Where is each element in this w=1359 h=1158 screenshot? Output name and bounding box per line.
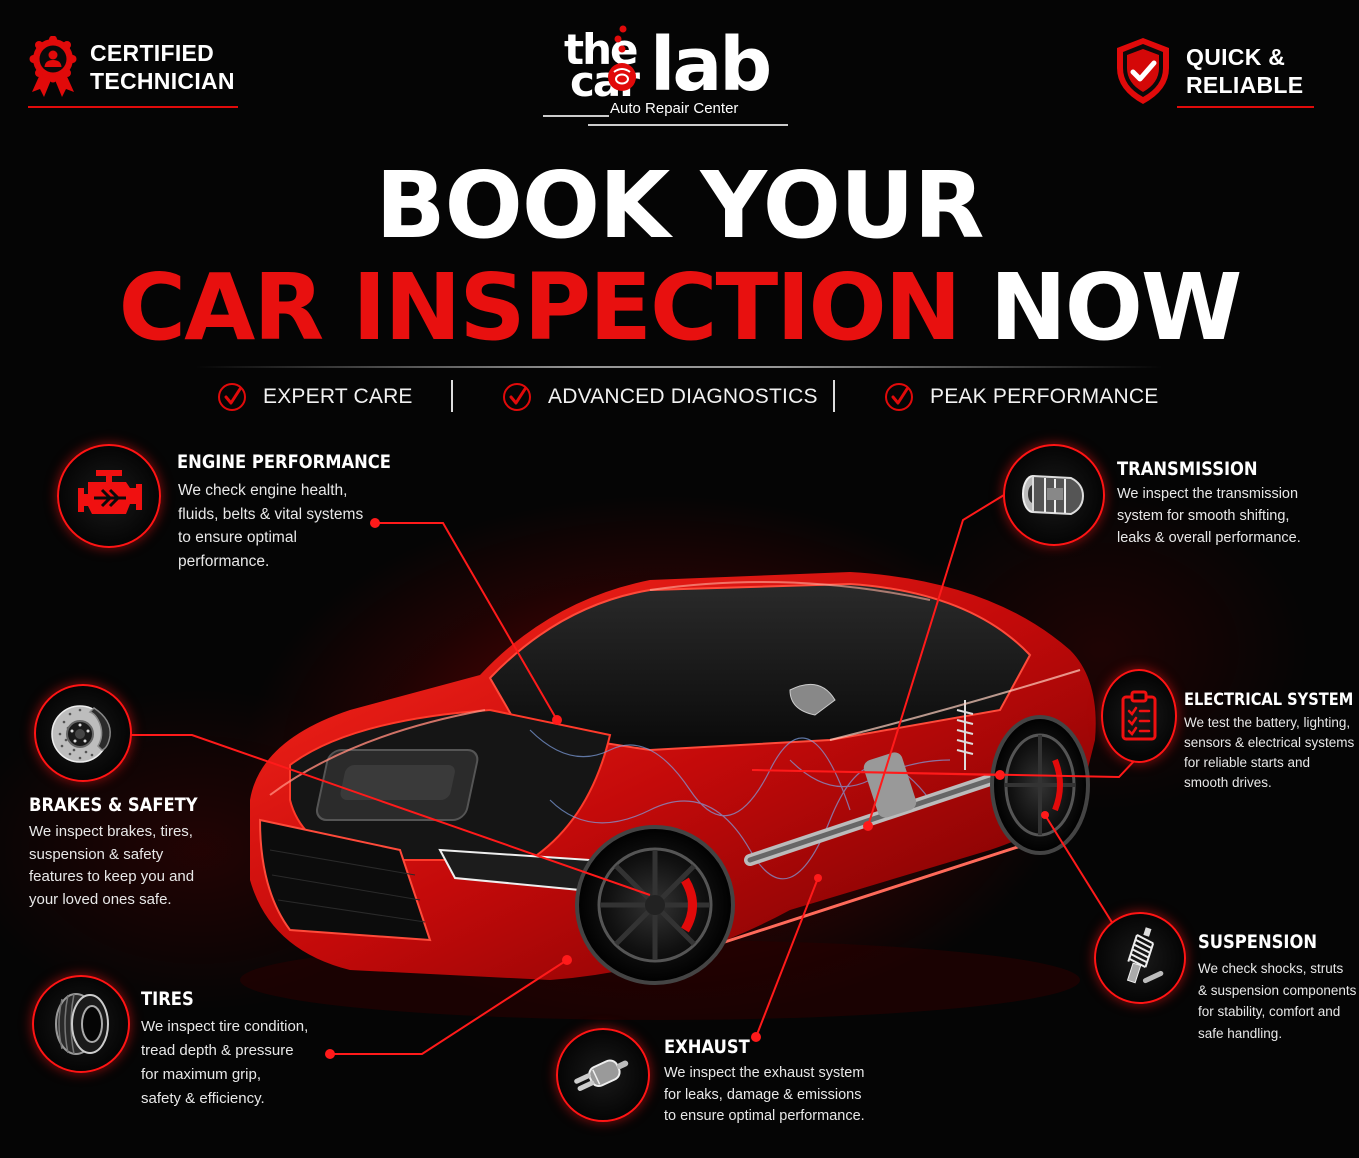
headline-line1: BOOK YOUR [375,152,985,259]
brakes-safety-icon-button[interactable] [34,684,132,782]
car-cutaway-illustration [230,560,1110,1030]
check-circle-icon [218,383,246,411]
badge-left-underline [28,106,238,108]
feature-label: ADVANCED DIAGNOSTICS [548,385,818,408]
lab-flask-bubbles-icon [608,25,636,91]
description-line: to ensure optimal [178,529,297,546]
transmission-description: We inspect the transmission system for s… [1117,483,1301,549]
check-circle-icon [503,383,531,411]
engine-performance-title: ENGINE PERFORMANCE [177,451,391,473]
tire-icon [55,993,109,1055]
headline-highlight: CAR INSPECTION [118,254,962,361]
suspension-icon-button[interactable] [1094,912,1186,1004]
shield-check-icon [1117,38,1169,104]
electrical-system-description: We test the battery, lighting, sensors &… [1184,713,1354,793]
feature-expert-care: EXPERT CARE [217,380,413,414]
sports-car-image [240,572,1096,1020]
brakes-safety-title: BRAKES & SAFETY [29,794,198,816]
suspension-title: SUSPENSION [1198,931,1318,953]
description-line: your loved ones safe. [29,890,172,908]
brakes-safety-description: We inspect brakes, tires, suspension & s… [29,821,194,911]
description-line: features to keep you and [29,868,195,885]
brake-disc-icon [51,705,111,763]
description-line: We check engine health, [178,482,348,499]
description-line: safe handling. [1198,1025,1283,1041]
electrical-system-title: ELECTRICAL SYSTEM [1184,690,1354,710]
description-line: We inspect tire condition, [141,1018,309,1035]
feature-peak-performance: PEAK PERFORMANCE [884,380,1158,414]
description-line: for leaks, damage & emissions [664,1086,862,1103]
electrical-system-icon-button[interactable] [1101,669,1177,763]
the-car-lab-logo[interactable]: the car lab Auto Repair Center [540,22,820,127]
description-line: We inspect the exhaust system [664,1065,865,1081]
engine-performance-icon-button[interactable] [57,444,161,548]
engine-performance-description: We check engine health, fluids, belts & … [178,479,363,573]
description-line: to ensure optimal performance. [664,1108,865,1124]
transmission-title: TRANSMISSION [1117,458,1258,480]
description-line: We inspect the transmission [1117,486,1299,502]
description-line: We check shocks, struts [1198,961,1344,976]
shock-absorber-icon [1126,927,1164,984]
description-line: safety & efficiency. [141,1090,265,1107]
description-line: & suspension components [1198,982,1357,998]
headline-now: NOW [989,254,1243,361]
quick-reliable-badge: QUICK & RELIABLE [1114,36,1303,106]
description-line: suspension & safety [29,845,164,863]
description-line: for stability, comfort and [1198,1004,1341,1019]
description-line: smooth drives. [1184,775,1272,790]
feature-advanced-diagnostics: ADVANCED DIAGNOSTICS [502,380,818,414]
tires-description: We inspect tire condition, tread depth &… [141,1015,308,1111]
description-line: We inspect brakes, tires, [29,823,193,840]
logo-underline-left [543,115,609,117]
feature-label: EXPERT CARE [263,385,413,408]
tires-icon-button[interactable] [32,975,130,1073]
logo-word-the: the [564,25,638,74]
logo-word-lab: lab [650,22,772,108]
exhaust-icon-button[interactable] [556,1028,650,1122]
description-line: tread depth & pressure [141,1042,294,1059]
description-line: fluids, belts & vital systems [178,505,364,523]
certified-technician-badge: CERTIFIED TECHNICIAN [28,36,235,98]
badge-right-line2: RELIABLE [1186,72,1304,98]
award-ribbon-icon [29,36,77,97]
suspension-description: We check shocks, struts & suspension com… [1198,958,1356,1044]
logo-tagline: Auto Repair Center [610,100,739,117]
tires-title: TIRES [141,988,194,1010]
badge-left-line2: TECHNICIAN [90,68,235,94]
description-line: system for smooth shifting, [1117,508,1290,524]
description-line: leaks & overall performance. [1117,530,1301,546]
transmission-icon [1022,474,1085,516]
description-line: for maximum grip, [141,1066,262,1083]
exhaust-title: EXHAUST [664,1036,750,1058]
headline-line2: CAR INSPECTION NOW [0,258,1359,358]
logo-underline-bottom [588,124,788,126]
exhaust-description: We inspect the exhaust system for leaks,… [664,1063,865,1128]
description-line: for reliable starts and [1184,755,1311,770]
description-line: performance. [178,552,270,570]
engine-icon [78,470,142,514]
check-circle-icon [885,383,913,411]
feature-separator [451,380,453,412]
description-line: sensors & electrical systems [1184,735,1355,750]
badge-left-line1: CERTIFIED [90,40,215,66]
feature-separator [833,380,835,412]
badge-right-line1: QUICK & [1186,44,1286,70]
description-line: We test the battery, lighting, [1184,715,1351,730]
clipboard-checklist-icon [1121,690,1157,741]
feature-label: PEAK PERFORMANCE [930,385,1159,408]
badge-right-underline [1177,106,1314,108]
exhaust-muffler-icon [574,1059,629,1091]
transmission-icon-button[interactable] [1003,444,1105,546]
headline-divider [196,366,1162,368]
